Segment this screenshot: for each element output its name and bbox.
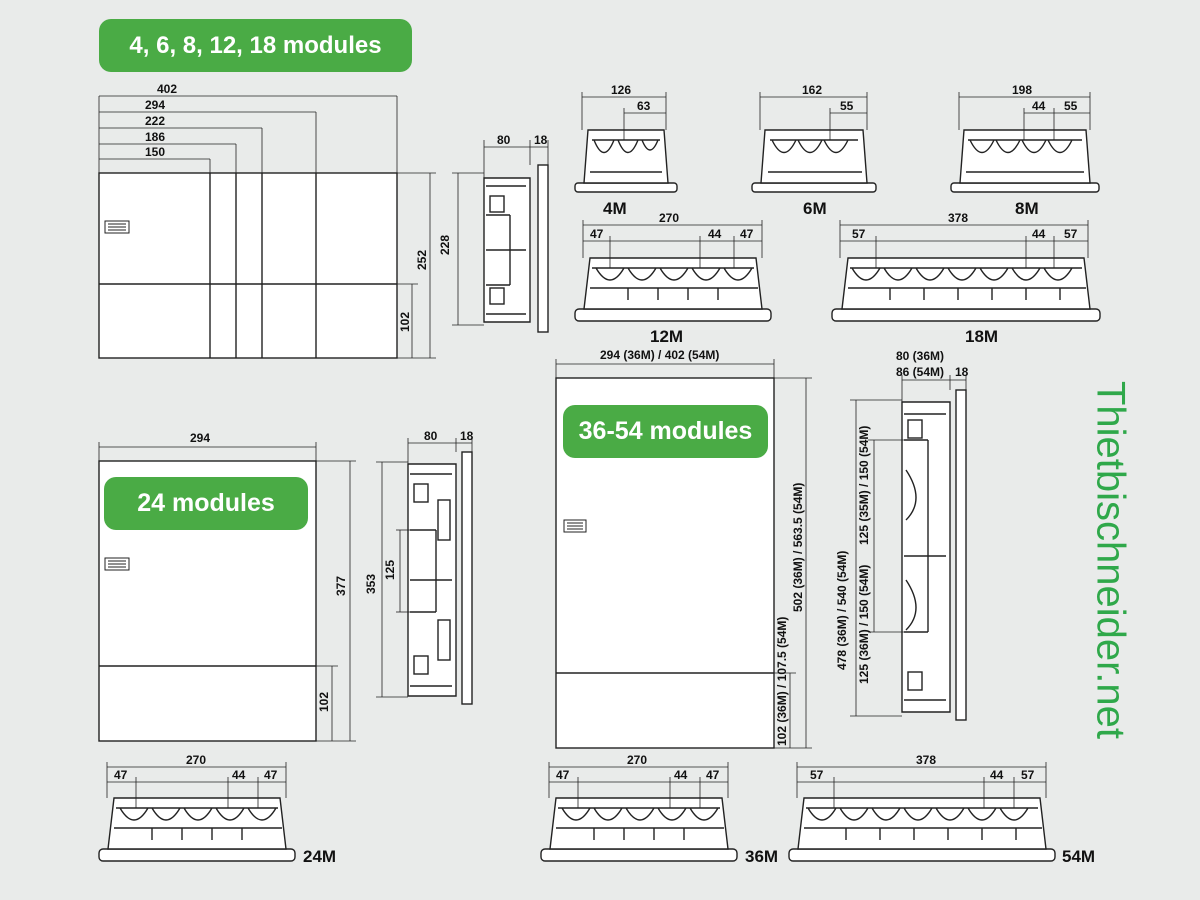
dim-36m-top-left: 47 xyxy=(556,768,570,782)
label-36m: 36M xyxy=(745,847,778,866)
dim-18m-right: 57 xyxy=(1064,227,1078,241)
dim-24m-top-left: 47 xyxy=(114,768,128,782)
badge-small-modules-text: 4, 6, 8, 12, 18 modules xyxy=(129,31,382,59)
dim-24m-top-width: 270 xyxy=(186,753,206,767)
dim-12m-pitch: 44 xyxy=(708,227,722,241)
top-view-36m xyxy=(540,797,738,862)
dim-8m-width: 198 xyxy=(1012,83,1032,97)
top-view-4m xyxy=(574,129,678,193)
dim-lower-102: 102 xyxy=(398,312,412,332)
side-view-small xyxy=(483,164,549,333)
dim-54m-top-right: 57 xyxy=(1021,768,1035,782)
dim-side24-height: 353 xyxy=(364,574,378,594)
dim-54m-top-pitch: 44 xyxy=(990,768,1004,782)
badge-24-modules: 24 modules xyxy=(104,477,308,530)
watermark-text: Thietbischneider.net xyxy=(1088,380,1133,740)
dim-large-height: 502 (36M) / 563.5 (54M) xyxy=(791,483,805,612)
dim-depth-80: 80 xyxy=(497,133,511,147)
dim-side24-inner: 125 xyxy=(383,560,397,580)
dim-width-402: 402 xyxy=(157,82,177,96)
door-latch xyxy=(104,220,130,234)
dim-18m-left: 57 xyxy=(852,227,866,241)
dim-36m-top-width: 270 xyxy=(627,753,647,767)
label-54m: 54M xyxy=(1062,847,1095,866)
dim-18m-pitch: 44 xyxy=(1032,227,1046,241)
dimension-labels: 402 294 222 186 150 252 102 80 18 228 12… xyxy=(114,82,1095,866)
dim-12m-left: 47 xyxy=(590,227,604,241)
dim-side-large-height: 478 (36M) / 540 (54M) xyxy=(835,551,849,670)
dim-24m-height: 377 xyxy=(334,576,348,596)
badge-24-modules-text: 24 modules xyxy=(137,489,275,517)
dim-side-large-depth-36: 80 (36M) xyxy=(896,349,944,363)
badge-36-54-modules: 36-54 modules xyxy=(563,405,768,458)
side-view-36-54m xyxy=(901,389,967,721)
dim-24m-top-right: 47 xyxy=(264,768,278,782)
dim-side-large-depth-54: 86 (54M) xyxy=(896,365,944,379)
dim-18m-width: 378 xyxy=(948,211,968,225)
dim-8m-pitch-b: 55 xyxy=(1064,99,1078,113)
dim-side-large-lower: 125 (36M) / 150 (54M) xyxy=(857,565,871,684)
side-small-dimension-lines xyxy=(452,140,549,326)
top-view-12m xyxy=(574,257,772,322)
dim-width-150: 150 xyxy=(145,145,165,159)
top-view-8m xyxy=(950,129,1100,193)
dim-24m-top-pitch: 44 xyxy=(232,768,246,782)
label-18m: 18M xyxy=(965,327,998,346)
label-4m: 4M xyxy=(603,199,627,218)
dim-12m-right: 47 xyxy=(740,227,754,241)
label-12m: 12M xyxy=(650,327,683,346)
dim-height-252: 252 xyxy=(415,250,429,270)
dim-side-large-rim: 18 xyxy=(955,365,969,379)
dim-54m-top-left: 57 xyxy=(810,768,824,782)
dim-6m-width: 162 xyxy=(802,83,822,97)
dim-36m-top-pitch: 44 xyxy=(674,768,688,782)
dim-6m-pitch: 55 xyxy=(840,99,854,113)
dim-24m-width: 294 xyxy=(190,431,210,445)
dim-rim-18: 18 xyxy=(534,133,548,147)
badge-small-modules: 4, 6, 8, 12, 18 modules xyxy=(99,19,412,72)
dim-4m-pitch: 63 xyxy=(637,99,651,113)
dim-side24-rim: 18 xyxy=(460,429,474,443)
dim-36m-top-right: 47 xyxy=(706,768,720,782)
dim-24m-lower: 102 xyxy=(317,692,331,712)
top-view-24m xyxy=(98,797,296,862)
dim-side24-depth: 80 xyxy=(424,429,438,443)
dim-large-width: 294 (36M) / 402 (54M) xyxy=(600,348,719,362)
top-view-6m xyxy=(751,129,877,193)
dim-height-228: 228 xyxy=(438,235,452,255)
dim-width-222: 222 xyxy=(145,114,165,128)
dim-54m-top-width: 378 xyxy=(916,753,936,767)
dim-8m-pitch-a: 44 xyxy=(1032,99,1046,113)
dim-width-186: 186 xyxy=(145,130,165,144)
top-view-54m xyxy=(788,797,1056,862)
label-8m: 8M xyxy=(1015,199,1039,218)
front-view-small xyxy=(98,172,398,359)
badge-36-54-modules-text: 36-54 modules xyxy=(578,417,753,445)
dim-large-lower: 102 (36M) / 107.5 (54M) xyxy=(775,617,789,746)
dim-width-294: 294 xyxy=(145,98,165,112)
front-small-dimension-lines xyxy=(98,95,436,359)
dim-12m-width: 270 xyxy=(659,211,679,225)
dim-side-large-upper: 125 (35M) / 150 (54M) xyxy=(857,426,871,545)
top-view-18m xyxy=(831,257,1101,322)
side-view-24m xyxy=(407,451,473,705)
dim-4m-width: 126 xyxy=(611,83,631,97)
label-24m: 24M xyxy=(303,847,336,866)
label-6m: 6M xyxy=(803,199,827,218)
